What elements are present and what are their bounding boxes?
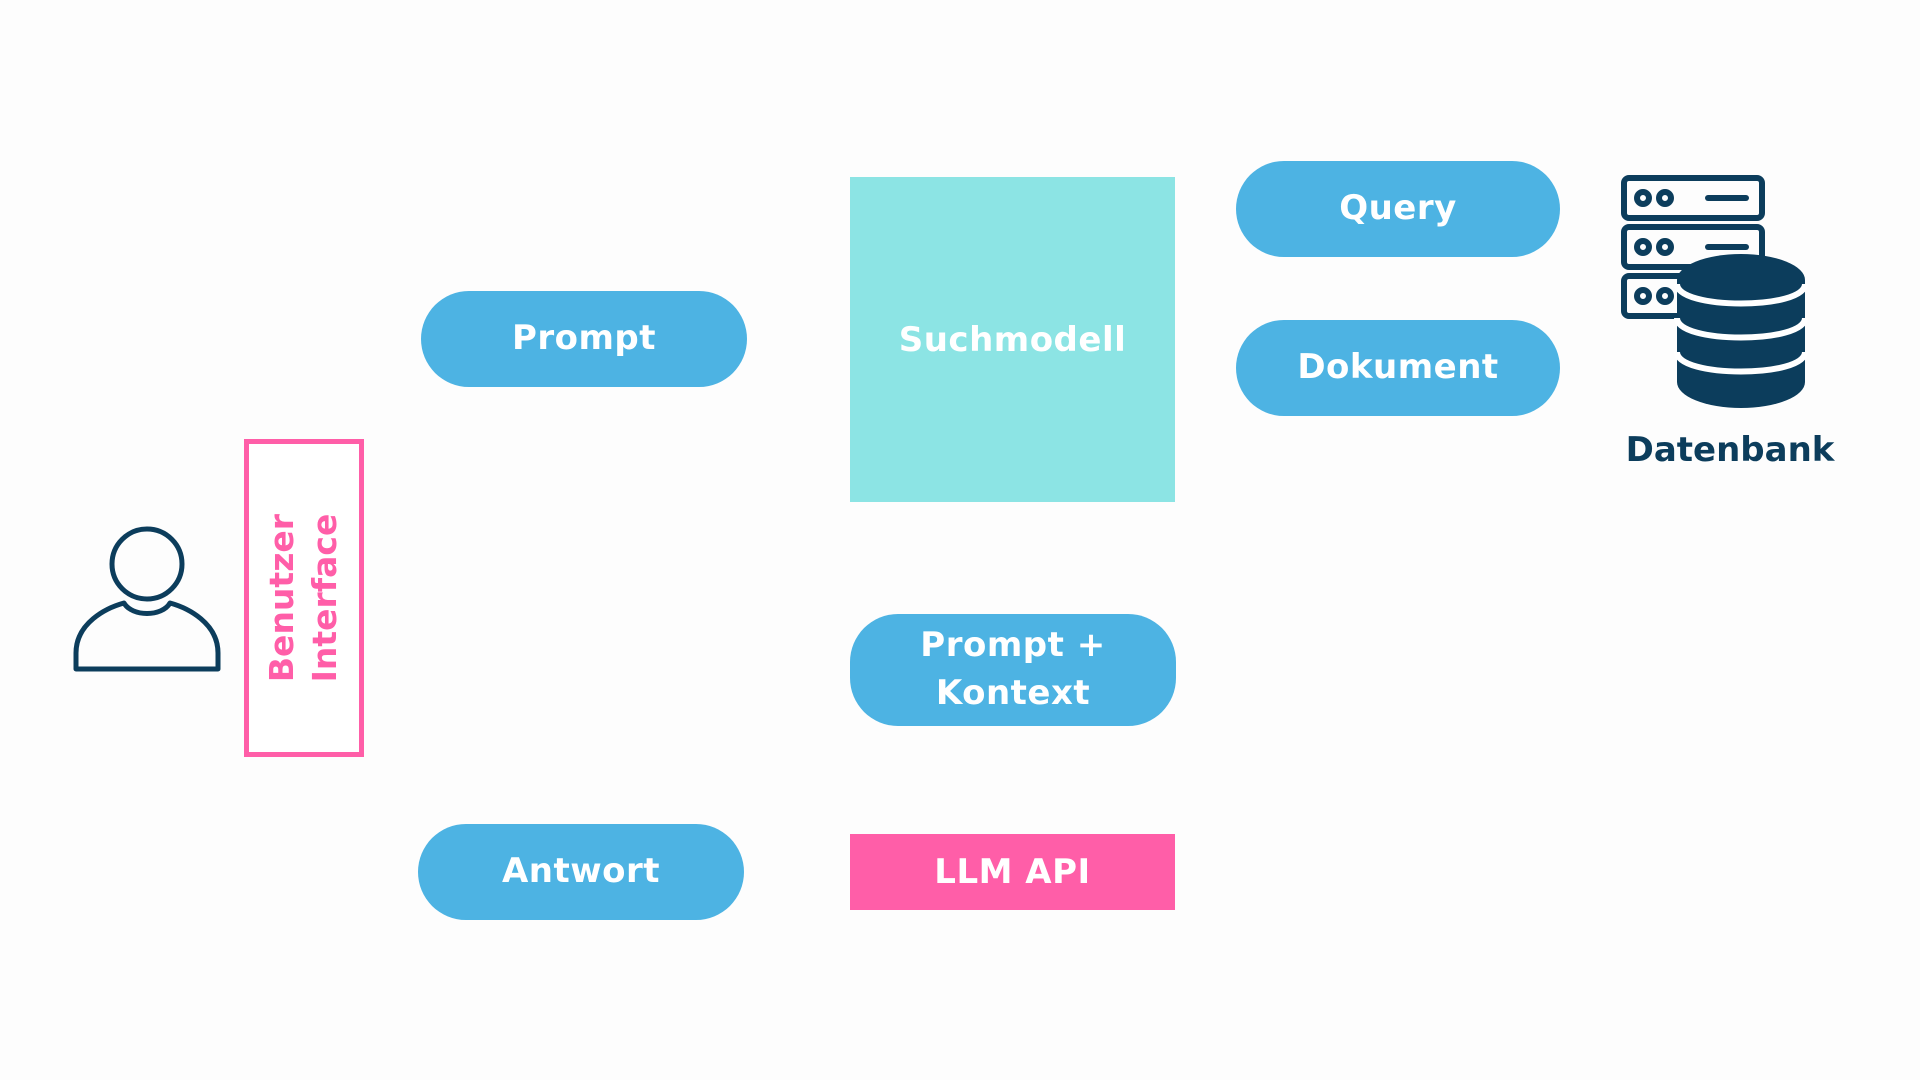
database-server-icon: [1621, 175, 1808, 408]
user-interface-label: Benutzer Interface: [261, 514, 347, 683]
user-interface-label-line2: Interface: [305, 513, 344, 683]
dokument-node: Dokument: [1236, 320, 1560, 416]
antwort-node: Antwort: [418, 824, 744, 920]
datenbank-label: Datenbank: [1625, 430, 1835, 470]
user-interface-label-line1: Benutzer: [262, 513, 302, 683]
prompt-kontext-line2: Kontext: [935, 673, 1091, 713]
query-node: Query: [1236, 161, 1560, 257]
user-interface-box: Benutzer Interface: [244, 439, 364, 757]
user-icon: [73, 526, 221, 672]
llm-api-node: LLM API: [850, 834, 1175, 910]
prompt-kontext-node: Prompt + Kontext: [850, 614, 1176, 726]
suchmodell-node: Suchmodell: [850, 177, 1175, 502]
prompt-node: Prompt: [421, 291, 747, 387]
prompt-kontext-line1: Prompt +: [920, 625, 1106, 666]
